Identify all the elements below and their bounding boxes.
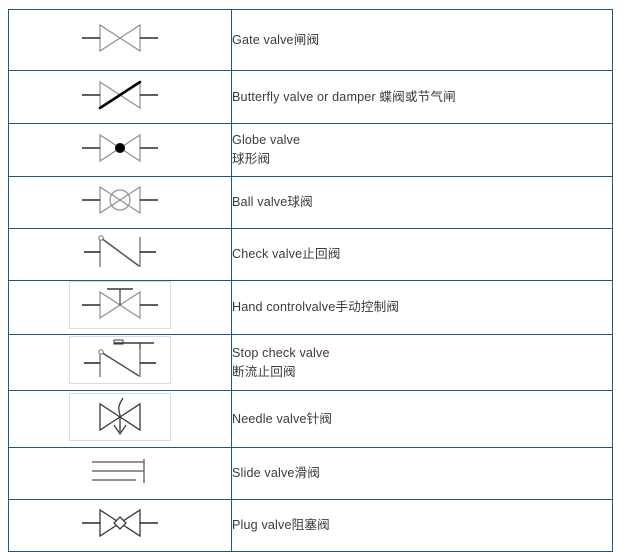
stop-check-valve-symbol <box>69 336 171 384</box>
description-cell: Slide valve滑阀 <box>231 447 613 500</box>
description-line: Check valve止回阀 <box>232 247 341 261</box>
symbol-cell <box>8 390 232 448</box>
description-cell: Butterfly valve or damper 蝶阀或节气闸 <box>231 70 613 124</box>
symbol-cell <box>8 334 232 391</box>
needle-valve-symbol <box>69 392 171 441</box>
globe-valve-symbol <box>70 125 170 171</box>
description-cell: Globe valve 球形阀 <box>231 123 613 177</box>
symbol-cell <box>8 123 232 177</box>
symbol-cell <box>8 228 232 281</box>
table-row: Hand controlvalve手动控制阀 <box>8 280 613 335</box>
description-line: Slide valve滑阀 <box>232 466 321 480</box>
gate-valve-symbol <box>70 15 170 61</box>
symbol-cell <box>8 9 232 71</box>
description-line: Gate valve闸阀 <box>232 32 320 47</box>
symbol-cell <box>8 176 232 229</box>
butterfly-valve-symbol <box>70 72 170 118</box>
plug-valve-symbol <box>70 500 170 546</box>
symbol-cell <box>8 280 232 335</box>
table-row: Gate valve闸阀 <box>8 9 613 71</box>
symbol-cell <box>8 447 232 500</box>
description-line: Hand controlvalve手动控制阀 <box>232 300 400 314</box>
check-valve-symbol <box>70 229 170 275</box>
description-line: Ball valve球阀 <box>232 195 313 209</box>
description-cell: Stop check valve 断流止回阀 <box>231 334 613 391</box>
table-row: Slide valve滑阀 <box>8 447 613 500</box>
ball-valve-symbol <box>70 177 170 223</box>
table-row: Butterfly valve or damper 蝶阀或节气闸 <box>8 70 613 124</box>
table-row: Ball valve球阀 <box>8 176 613 229</box>
table-row: Check valve止回阀 <box>8 228 613 281</box>
description-line: 断流止回阀 <box>232 364 296 379</box>
description-line: Stop check valve <box>232 345 330 360</box>
hand-control-valve-symbol <box>69 281 171 329</box>
symbol-cell <box>8 70 232 124</box>
description-cell: Ball valve球阀 <box>231 176 613 229</box>
description-line: Butterfly valve or damper 蝶阀或节气闸 <box>232 89 456 104</box>
description-cell: Hand controlvalve手动控制阀 <box>231 280 613 335</box>
table-row: Globe valve 球形阀 <box>8 123 613 177</box>
table-row: Needle valve针阀 <box>8 390 613 448</box>
description-line: 球形阀 <box>232 152 271 166</box>
slide-valve-symbol <box>70 448 170 494</box>
valve-symbol-table: Gate valve闸阀 Butterfly valve or damper 蝶阀… <box>8 9 613 552</box>
description-cell: Check valve止回阀 <box>231 228 613 281</box>
table-row: Stop check valve 断流止回阀 <box>8 334 613 391</box>
valve-table-body: Gate valve闸阀 Butterfly valve or damper 蝶阀… <box>8 9 613 552</box>
description-cell: Gate valve闸阀 <box>231 9 613 71</box>
description-cell: Needle valve针阀 <box>231 390 613 448</box>
description-line: Globe valve <box>232 133 301 147</box>
description-line: Needle valve针阀 <box>232 411 333 426</box>
